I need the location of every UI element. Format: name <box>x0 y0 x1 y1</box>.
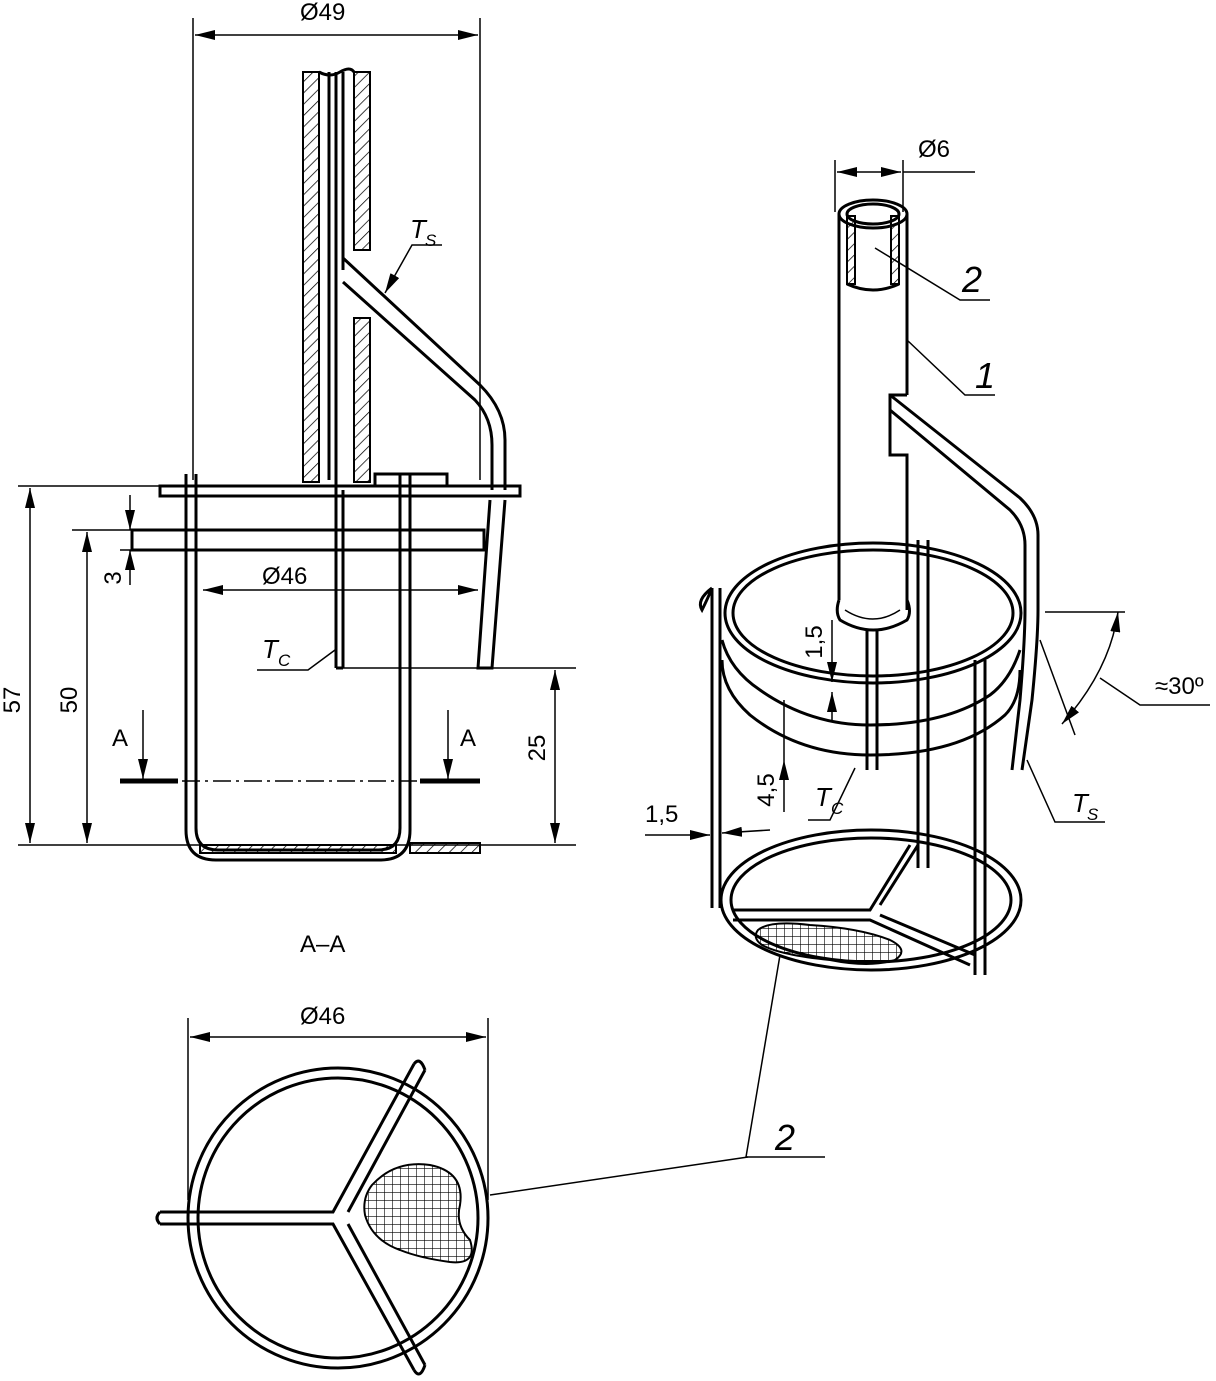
section-marker-right: A <box>460 725 476 752</box>
svg-text:S: S <box>1087 805 1099 824</box>
section-mesh <box>363 1163 473 1264</box>
dim-25: 25 <box>524 735 551 762</box>
bottom-mesh <box>754 922 903 965</box>
svg-text:T: T <box>410 214 428 244</box>
top-plate <box>158 484 522 498</box>
callout-1: 1 <box>975 355 995 396</box>
dim-d46-section: Ø46 <box>300 1003 345 1030</box>
tc-label-iso: T C <box>815 782 844 818</box>
front-view <box>18 18 576 862</box>
svg-text:C: C <box>831 799 844 818</box>
tc-label-front: T C <box>262 634 291 670</box>
dim-50: 50 <box>56 687 83 714</box>
section-outer-ring <box>186 1066 490 1370</box>
dim-57: 57 <box>0 687 26 714</box>
ts-wire <box>341 256 507 490</box>
section-marker-left: A <box>112 725 128 752</box>
angle-arc <box>1061 611 1121 725</box>
dim-d46-front: Ø46 <box>262 563 307 590</box>
bottom-ring <box>719 828 1023 972</box>
svg-text:T: T <box>1072 788 1090 818</box>
section-view <box>155 1018 749 1376</box>
basket-body <box>184 474 412 862</box>
ts-label-front: T S <box>410 214 437 250</box>
dim-d49: Ø49 <box>300 0 345 26</box>
dim-4-5: 4,5 <box>753 773 780 806</box>
upper-ring <box>130 528 486 552</box>
dim-1-5-side: 1,5 <box>645 801 678 828</box>
svg-text:C: C <box>278 651 291 670</box>
svg-text:S: S <box>425 231 437 250</box>
callout-2-top: 2 <box>961 259 982 300</box>
callout-2-bottom: 2 <box>774 1117 795 1158</box>
ts-label-iso: T S <box>1072 788 1099 824</box>
stem-tube <box>302 67 371 490</box>
isometric-view <box>645 160 1210 1158</box>
dim-3: 3 <box>100 571 127 584</box>
dim-1-5-top: 1,5 <box>801 625 828 658</box>
svg-text:T: T <box>262 634 280 664</box>
dim-d6: Ø6 <box>918 136 950 163</box>
dim-angle-30: ≈30º <box>1155 673 1204 700</box>
ts-wire-iso <box>889 393 1040 771</box>
svg-text:T: T <box>815 782 833 812</box>
top-ring <box>723 541 1023 685</box>
section-title: A–A <box>300 931 345 958</box>
